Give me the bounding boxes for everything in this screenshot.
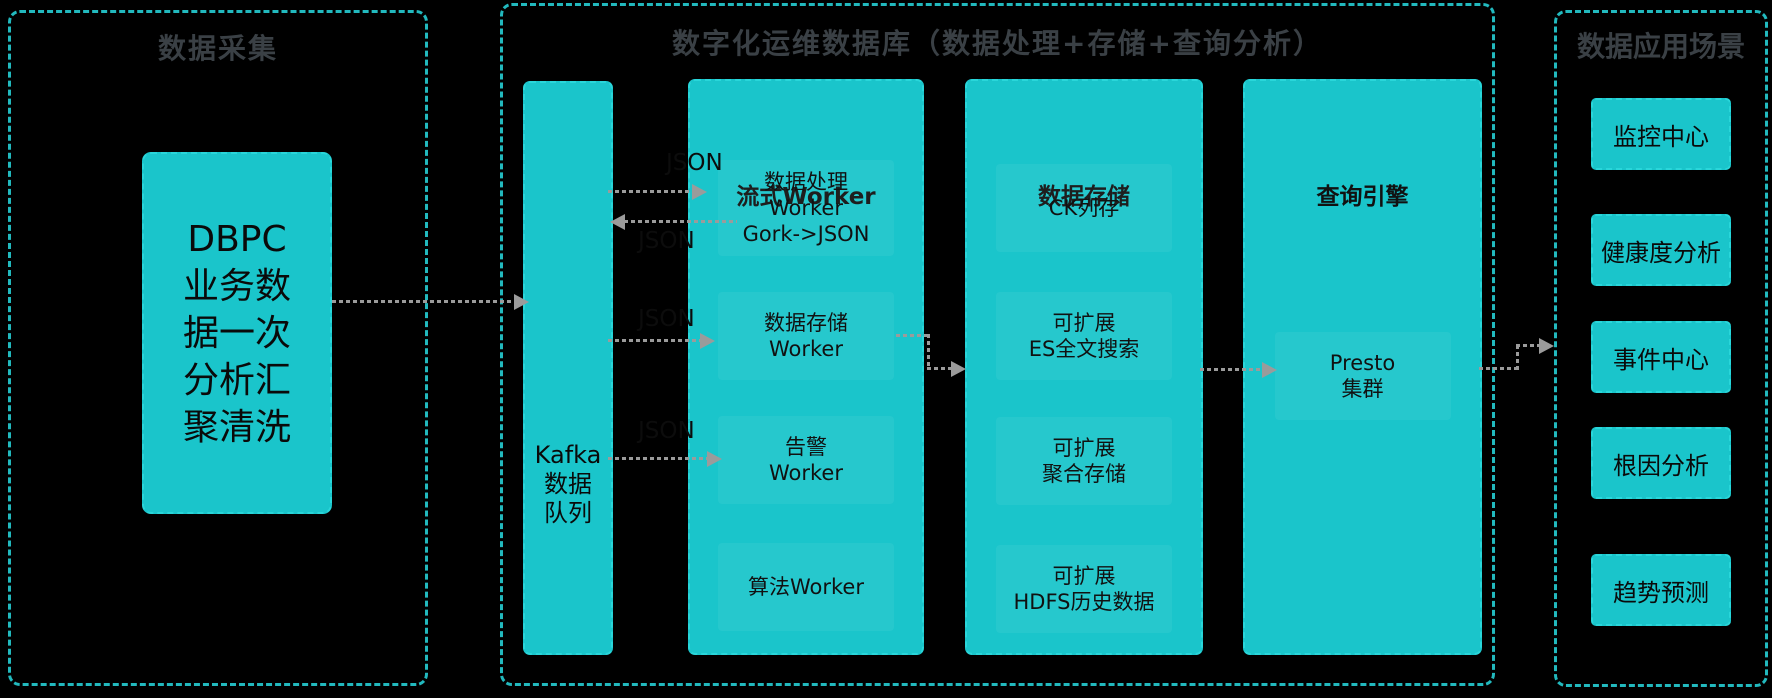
arrow-worker-to-storage-seg3 <box>927 367 952 370</box>
app-box-trend-forecast: 趋势预测 <box>1591 554 1731 626</box>
section-data-collect: 数据采集 <box>8 10 428 686</box>
node-dbpc-label: DBPC 业务数 据一次 分析汇 聚清洗 <box>182 218 291 448</box>
arrow-storage-to-query-head <box>1262 362 1277 378</box>
node-kafka: Kafka 数据 队列 <box>523 81 613 655</box>
stream-item-algorithm: 算法Worker <box>718 543 894 631</box>
arrow-query-to-apps-head <box>1539 338 1554 354</box>
query-engine-title: 查询引擎 <box>1316 184 1409 210</box>
app-box-root-cause: 根因分析 <box>1591 427 1731 499</box>
storage-item-hdfs: 可扩展 HDFS历史数据 <box>996 545 1172 633</box>
arrow-worker-to-kafka-head <box>610 214 625 230</box>
data-storage-title: 数据存储 <box>1038 184 1130 210</box>
arrow-storage-to-query-line <box>1200 368 1263 371</box>
stream-item-data-process: 数据处理 Worker Gork->JSON <box>718 160 894 256</box>
arrow-kafka-to-worker1-line <box>608 190 693 193</box>
arrow-query-to-apps-seg2 <box>1516 345 1519 370</box>
flow-label-json-4: JSON <box>638 418 695 444</box>
node-data-storage: 数据存储 CK列存 可扩展 ES全文搜索 可扩展 聚合存储 可扩展 HDFS历史… <box>965 79 1203 655</box>
storage-item-es: 可扩展 ES全文搜索 <box>996 292 1172 380</box>
app-box-health-analysis: 健康度分析 <box>1591 214 1731 286</box>
section-data-collect-title: 数据采集 <box>157 32 278 65</box>
arrow-worker-to-storage-head <box>951 361 966 377</box>
arrow-dbpc-to-kafka-line <box>332 300 514 303</box>
storage-item-ck: CK列存 <box>996 164 1172 252</box>
query-item-presto: Presto 集群 <box>1274 332 1451 420</box>
storage-item-aggregate: 可扩展 聚合存储 <box>996 417 1172 505</box>
arrow-kafka-to-worker2-line <box>608 339 701 342</box>
arrow-query-to-apps-seg3 <box>1516 344 1540 347</box>
arrow-kafka-to-worker3-head <box>707 451 722 467</box>
arrow-kafka-to-worker3-line <box>608 457 708 460</box>
arrow-kafka-to-worker2-head <box>700 333 715 349</box>
node-dbpc: DBPC 业务数 据一次 分析汇 聚清洗 <box>142 152 332 514</box>
node-stream-worker: 流式Worker 数据处理 Worker Gork->JSON 数据存储 Wor… <box>688 79 924 655</box>
arrow-query-to-apps-seg1 <box>1479 367 1519 370</box>
arrow-kafka-to-worker1-head <box>692 184 707 200</box>
arrow-worker-to-storage-seg1 <box>896 334 930 337</box>
section-apps: 数据应用场景 <box>1554 10 1768 687</box>
section-apps-title: 数据应用场景 <box>1576 30 1745 63</box>
node-kafka-label: Kafka 数据 队列 <box>534 441 602 527</box>
arrow-dbpc-to-kafka-head <box>514 294 529 310</box>
section-platform: 数字化运维数据库（数据处理+存储+查询分析） <box>500 3 1495 686</box>
app-box-monitor-center: 监控中心 <box>1591 98 1731 170</box>
flow-label-json-2: JSON <box>638 228 695 254</box>
app-box-event-center: 事件中心 <box>1591 321 1731 393</box>
flow-label-json-3: JSON <box>638 306 695 332</box>
flow-label-json-1: JSON <box>666 150 723 176</box>
stream-item-data-store: 数据存储 Worker <box>718 292 894 380</box>
section-platform-title: 数字化运维数据库（数据处理+存储+查询分析） <box>672 27 1323 60</box>
arrow-worker-to-storage-seg2 <box>927 334 930 370</box>
stream-item-alert: 告警 Worker <box>718 416 894 504</box>
arrow-worker-to-kafka-line <box>624 220 737 223</box>
stream-worker-title: 流式Worker <box>736 184 876 210</box>
node-query-engine: 查询引擎 Presto 集群 <box>1243 79 1482 655</box>
